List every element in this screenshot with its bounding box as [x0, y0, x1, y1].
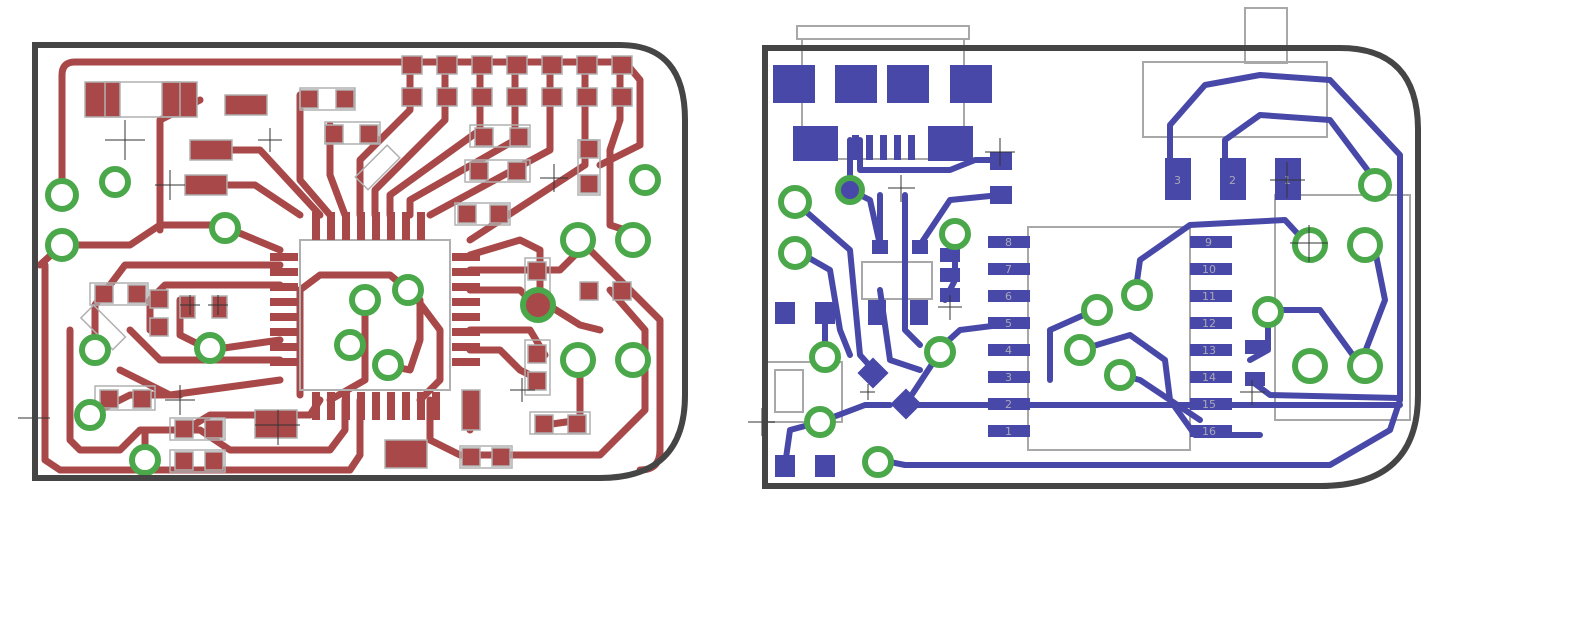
bottom-connector-pads	[773, 65, 992, 161]
ic-pin-label: 2	[1005, 398, 1012, 411]
top-ic-pins	[270, 212, 480, 420]
ic-pin-label: 11	[1202, 290, 1216, 303]
bottom-board-outline	[762, 45, 1421, 489]
connector-pin-label: 3	[1174, 174, 1181, 187]
ic-pin-label: 5	[1005, 317, 1012, 330]
top-smd-pads	[84, 55, 633, 471]
ic-pin-label: 13	[1202, 344, 1216, 357]
top-silkscreen	[79, 81, 601, 473]
ic-pin-label: 1	[1005, 425, 1012, 438]
bottom-ic-pins	[988, 236, 1232, 437]
ic-pin-label: 9	[1205, 236, 1212, 249]
top-layer-board: 4	[18, 42, 688, 481]
ic-pin-label: 10	[1202, 263, 1216, 276]
bottom-smd-pads	[775, 152, 1301, 477]
ic-pin-label: 15	[1202, 398, 1216, 411]
ic-pin-label: 8	[1005, 236, 1012, 249]
bottom-via-label: 3	[1306, 360, 1314, 375]
top-board-outline	[32, 42, 688, 481]
ic-pin-label: 16	[1202, 425, 1216, 438]
ic-pin-label: 12	[1202, 317, 1216, 330]
ic-pin-label: 4	[1005, 344, 1012, 357]
top-via-label: 4	[629, 354, 637, 369]
ic-pin-label: 7	[1005, 263, 1012, 276]
bottom-layer-board: 8 7 6 5 4 3 2 1 9 10 11 12 13 14 15 16 3…	[748, 7, 1421, 489]
ic-pin-label: 6	[1005, 290, 1012, 303]
bottom-ic-pin-labels: 8 7 6 5 4 3 2 1 9 10 11 12 13 14 15 16 3…	[1005, 174, 1291, 438]
ic-pin-label: 14	[1202, 371, 1216, 384]
bottom-traces	[782, 72, 1403, 468]
connector-pin-label: 2	[1229, 174, 1236, 187]
bottom-vias	[778, 168, 1392, 478]
top-vias	[45, 164, 661, 476]
ic-pin-label: 3	[1005, 371, 1012, 384]
